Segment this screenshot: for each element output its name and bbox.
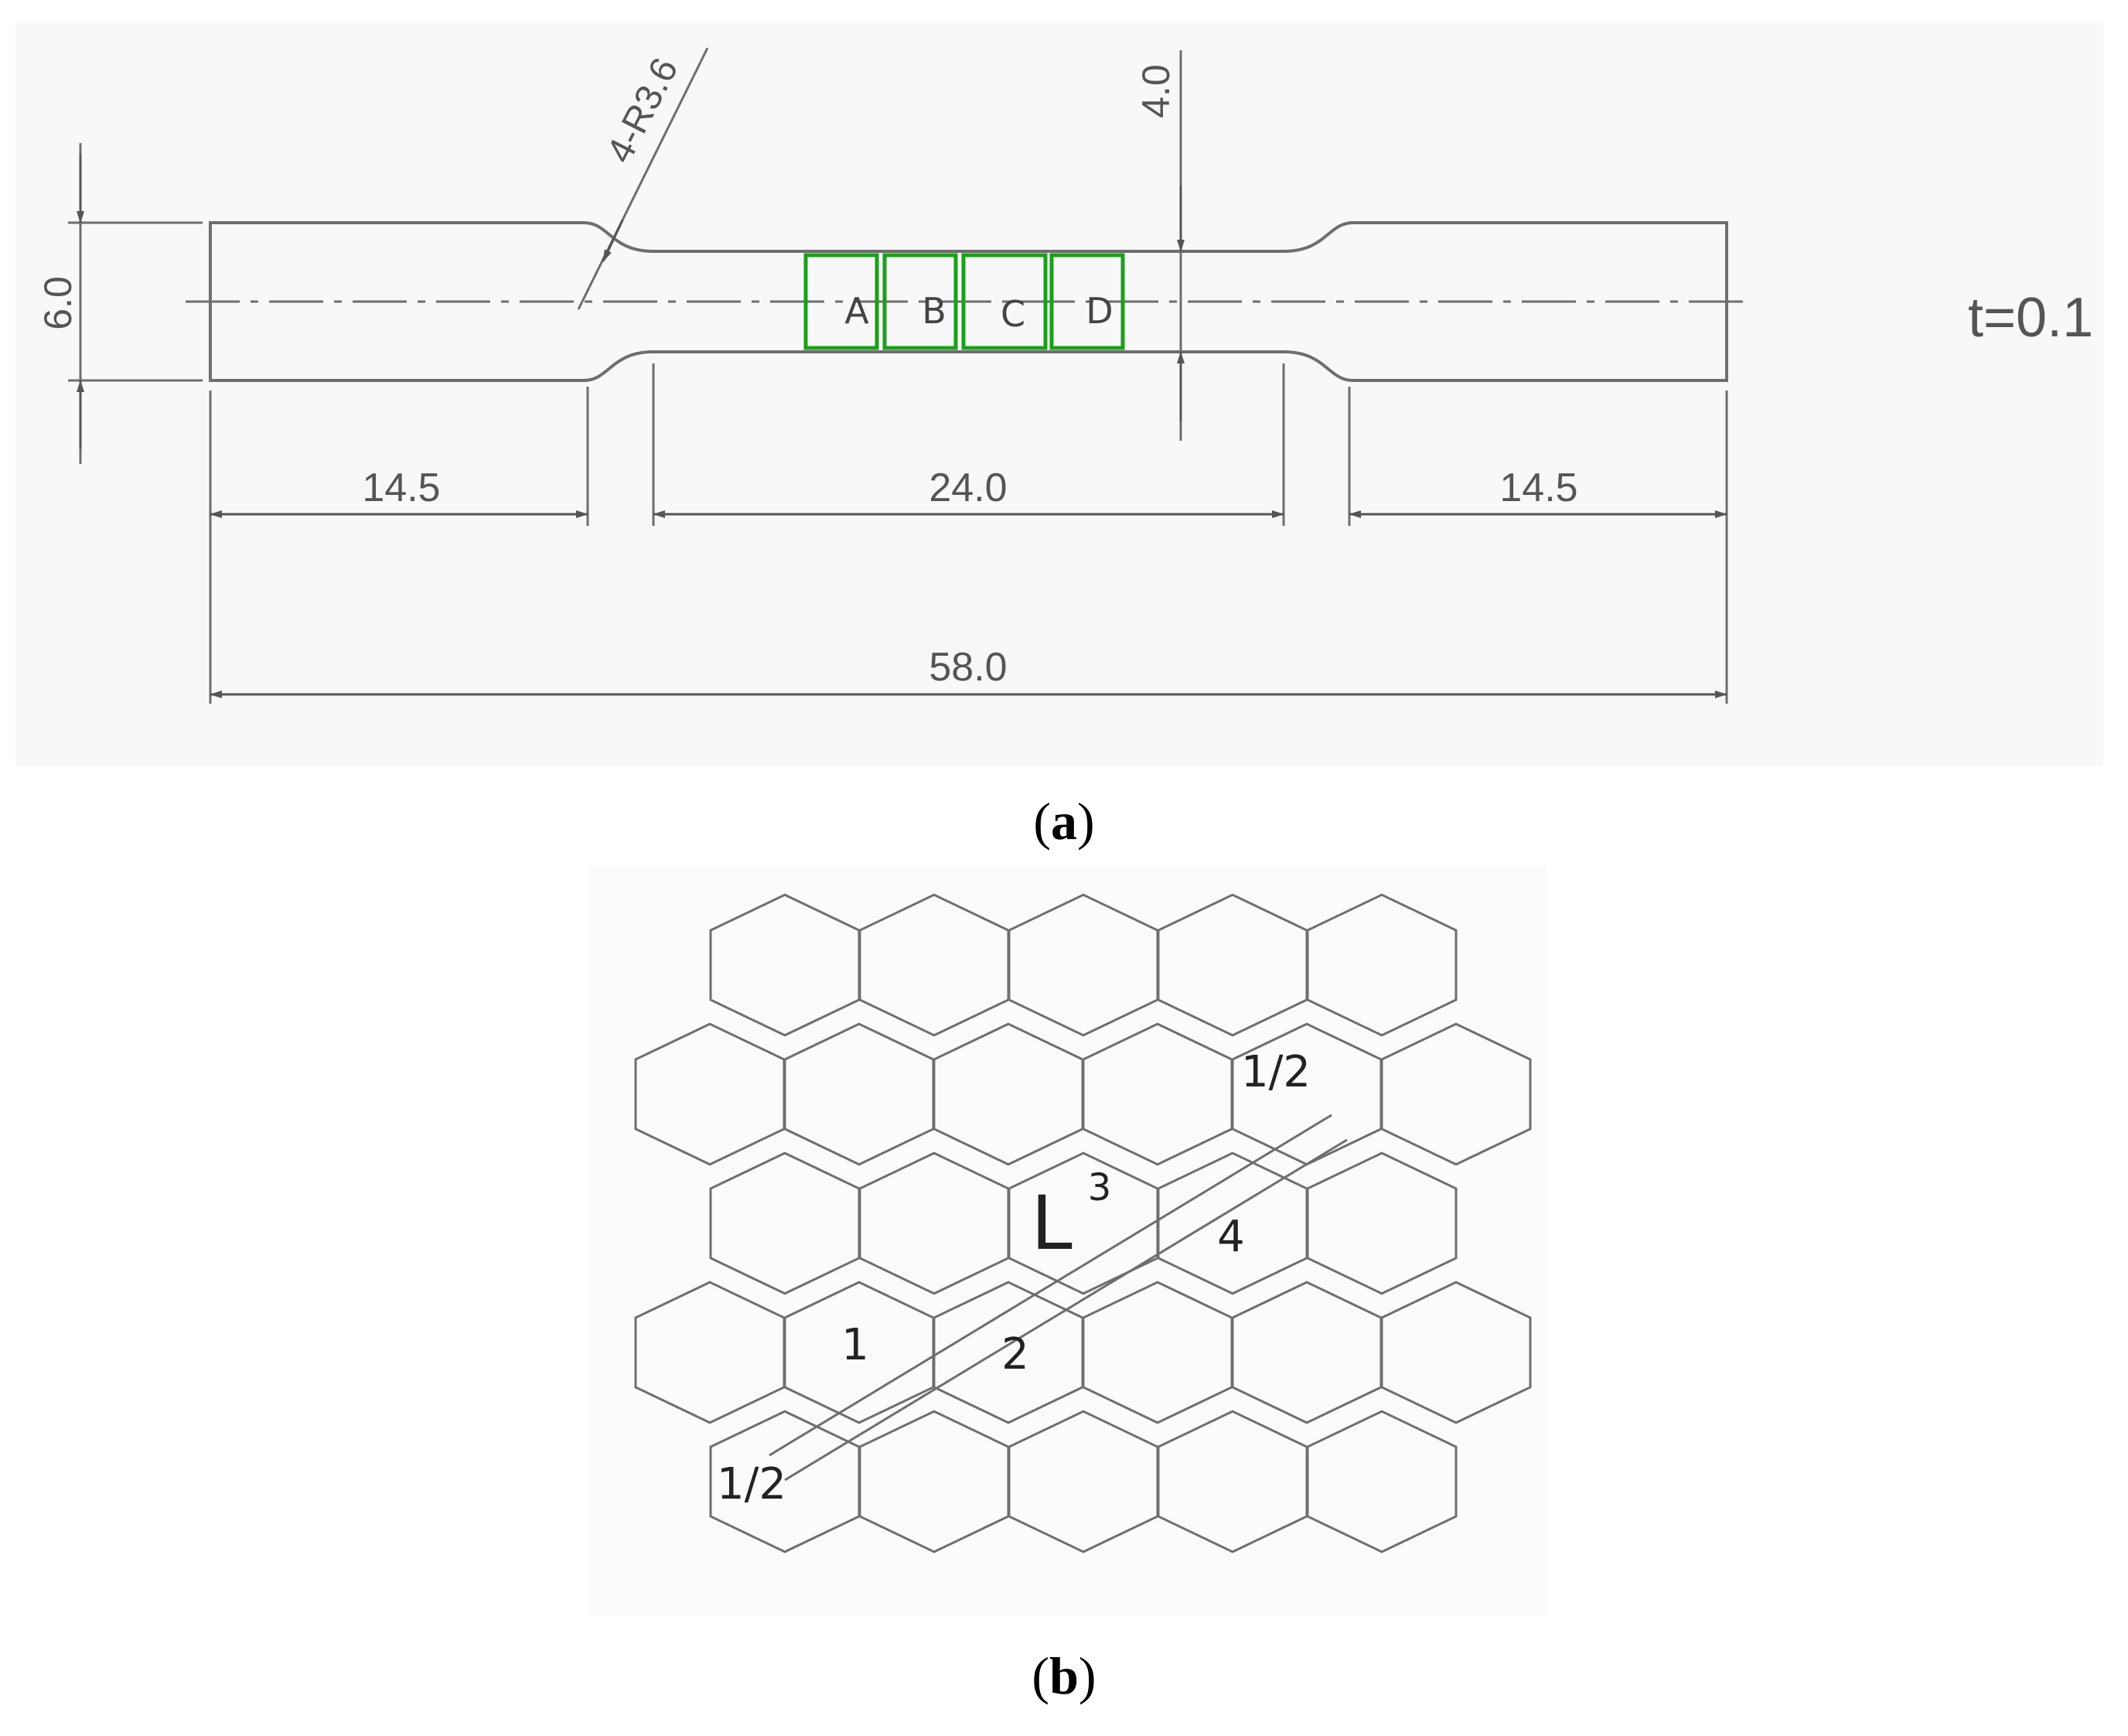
honeycomb-grid	[634, 893, 1532, 1554]
region-box-b	[882, 253, 958, 350]
specimen-outline	[209, 221, 1728, 382]
hex-cell-r2-c4	[1306, 1151, 1458, 1295]
label-half-bottom: 1/2	[717, 1459, 786, 1509]
thickness-label: t=0.1	[1968, 287, 2093, 349]
label-l: L	[1031, 1180, 1072, 1267]
dim-neck-width: 4.0	[1134, 64, 1178, 118]
hex-cell-r1-c5	[1380, 1022, 1532, 1166]
dim-total-length: 58.0	[929, 645, 1007, 690]
panel-b-background	[588, 866, 1547, 1616]
region-box-c	[961, 253, 1048, 350]
region-box-a	[803, 253, 879, 350]
region-box-d	[1049, 253, 1125, 350]
caption-a: (a)	[1033, 792, 1094, 851]
hex-cell-r3-c5	[1380, 1281, 1532, 1424]
label-two: 2	[1001, 1329, 1029, 1380]
region-label-a: A	[844, 290, 869, 332]
radius-leader	[577, 47, 709, 310]
dim-grip-left: 14.5	[362, 466, 440, 510]
diagonal-line-upper	[769, 1114, 1332, 1457]
label-one: 1	[841, 1320, 869, 1370]
hex-cell-r4-c4	[1306, 1410, 1458, 1554]
region-label-b: B	[922, 290, 946, 332]
dim-grip-width: 6.0	[36, 276, 80, 330]
hex-cell-r0-c4	[1306, 893, 1458, 1037]
caption-b: (b)	[1032, 1646, 1096, 1705]
diagonal-line-lower	[784, 1138, 1348, 1482]
dim-grip-right: 14.5	[1499, 466, 1577, 510]
extension-lines	[68, 221, 1728, 704]
label-four: 4	[1217, 1212, 1245, 1262]
label-l-superscript: 3	[1088, 1166, 1112, 1209]
panel-a: 6.0 4.0 4-R3.6 14.5 24.0 14.5 58.0 A B C…	[15, 23, 2103, 766]
panel-a-background	[15, 23, 2103, 766]
dim-gauge-length: 24.0	[929, 466, 1007, 510]
panel-b: 1/2 L 3 4 1 2 1/2	[588, 866, 1547, 1616]
region-boxes	[803, 253, 1125, 350]
label-half-top: 1/2	[1241, 1047, 1311, 1097]
region-label-c: C	[1001, 293, 1025, 335]
region-label-d: D	[1086, 290, 1113, 332]
